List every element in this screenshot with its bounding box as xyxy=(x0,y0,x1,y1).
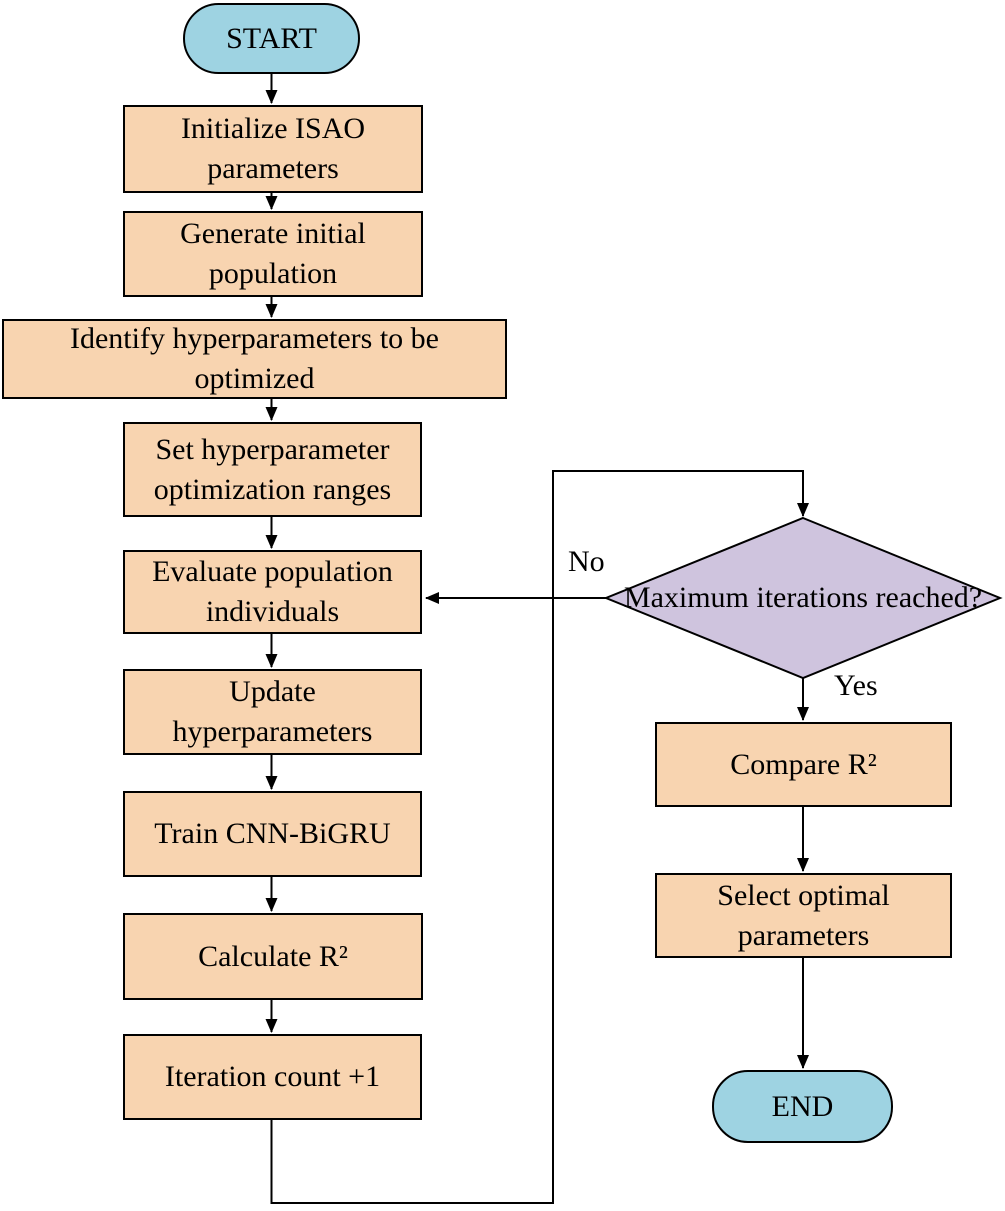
node-update-hyperparameters: Update hyperparameters xyxy=(123,669,422,755)
node-set-optimization-ranges: Set hyperparameter optimization ranges xyxy=(123,422,422,517)
node-start: START xyxy=(183,3,360,74)
node-initialize-isao-parameters: Initialize ISAO parameters xyxy=(123,105,423,193)
node-select-optimal-parameters: Select optimal parameters xyxy=(655,873,952,958)
edge-label-yes: Yes xyxy=(834,669,878,702)
node-select-label: Select optimal parameters xyxy=(717,878,890,952)
node-iteration-label: Iteration count +1 xyxy=(164,1060,381,1093)
node-identify-hyperparameters: Identify hyperparameters to be optimized xyxy=(2,319,507,399)
edge-label-no: No xyxy=(568,545,605,578)
node-identify-label: Identify hyperparameters to be optimized xyxy=(69,322,439,395)
node-calculate-label: Calculate R² xyxy=(198,939,348,973)
node-generate-label: Generate initial population xyxy=(180,217,366,290)
node-start-label: START xyxy=(226,21,317,55)
node-init-label: Initialize ISAO parameters xyxy=(180,112,366,185)
node-max-iterations-decision: Maximum iterations reached? xyxy=(623,518,983,678)
node-end: END xyxy=(712,1070,893,1143)
node-decision-label: Maximum iterations reached? xyxy=(623,581,983,614)
node-setranges-label: Set hyperparameter optimization ranges xyxy=(153,432,392,506)
node-evaluate-label: Evaluate population individuals xyxy=(152,555,393,628)
node-update-label: Update hyperparameters xyxy=(172,675,373,748)
node-compare-r2: Compare R² xyxy=(655,722,952,807)
node-iteration-count: Iteration count +1 xyxy=(123,1034,422,1120)
node-calculate-r2: Calculate R² xyxy=(123,913,423,1000)
node-generate-initial-population: Generate initial population xyxy=(123,211,423,297)
node-end-label: END xyxy=(771,1089,834,1123)
node-train-cnn-bigru: Train CNN-BiGRU xyxy=(123,791,422,877)
node-train-label: Train CNN-BiGRU xyxy=(154,817,391,850)
node-compare-label: Compare R² xyxy=(730,747,877,781)
node-evaluate-population: Evaluate population individuals xyxy=(123,550,422,634)
